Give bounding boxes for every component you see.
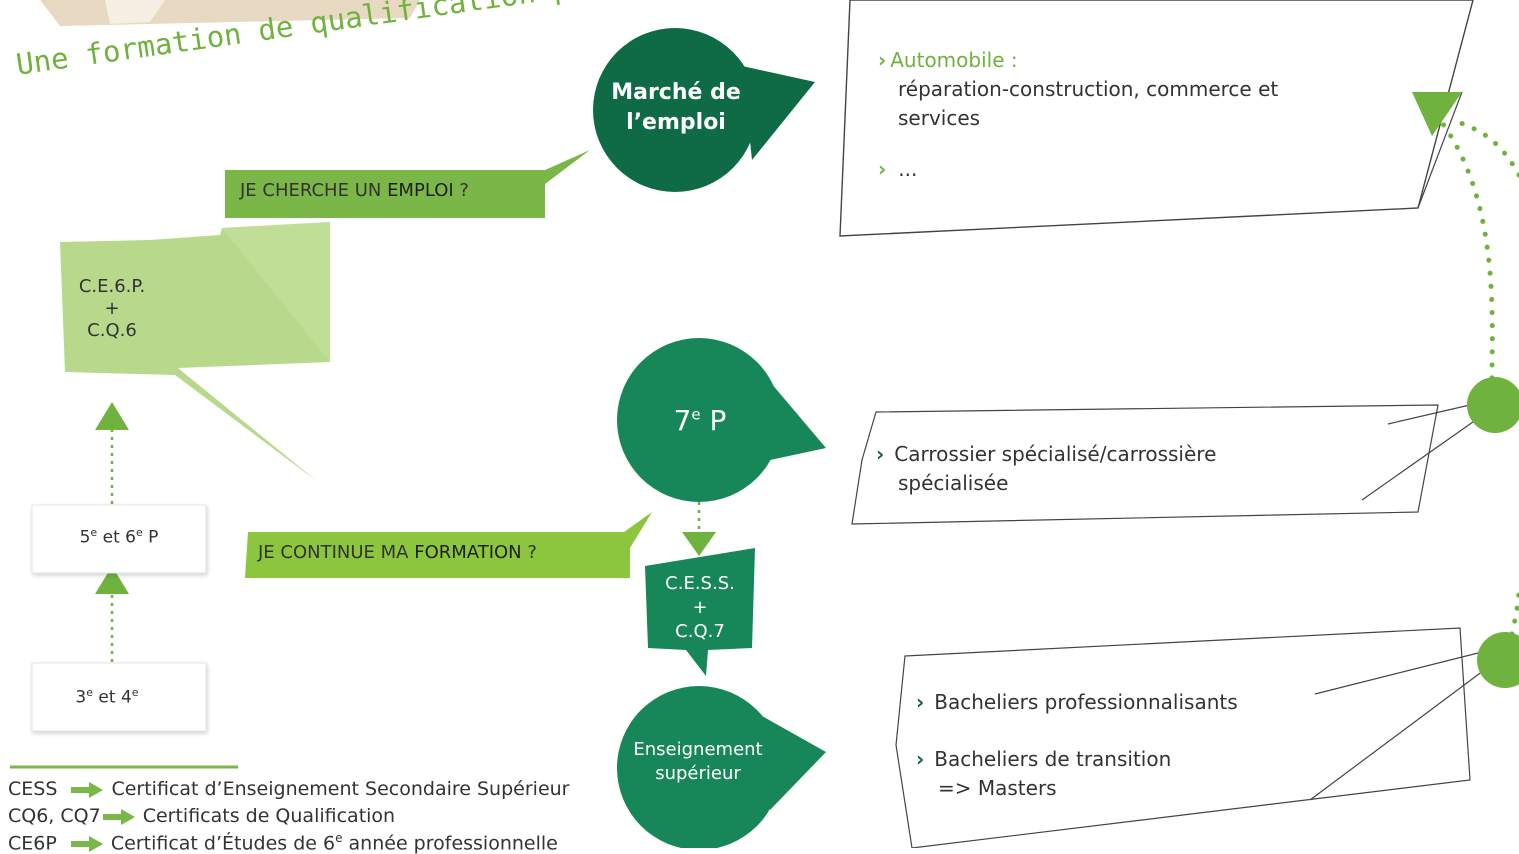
enseignement-label: Enseignement supérieur [633,739,763,784]
right-arrow-icon [71,781,104,798]
connector-dot-icon [1477,632,1519,688]
chevron-right-icon: › [878,157,887,181]
step-5-6-label: 5e et 6e P [79,526,159,548]
emploi-callout-label[interactable]: JE CHERCHE UN EMPLOI ? [240,180,469,201]
right-arrow-icon [70,835,103,852]
marche-bubble [593,28,815,192]
emploi-callout-shape [225,150,590,218]
ce6p-label: C.E.6.P. + C.Q.6 [78,276,146,341]
dotted-arc-connector [1509,587,1519,637]
automobile-title: ›Automobile : [878,48,1018,72]
enseignement-bubble [617,686,826,848]
automobile-box: ›Automobile : réparation-construction, c… [878,46,1278,184]
marche-label: Marché de l’emploi [611,80,741,135]
legend-row-ce6p: CE6P Certificat d’Études de 6e année pro… [8,831,558,854]
up-arrow-icon [95,566,129,594]
dotted-arc-connector [1455,119,1519,178]
automobile-more: ›... [878,157,918,181]
up-arrow-icon [95,402,129,430]
connector-dot-icon [1467,377,1519,433]
right-arrow-icon [102,808,135,825]
chevron-right-icon: › [878,48,887,72]
ce6p-bubble [60,222,330,482]
down-arrow-icon [682,532,716,556]
bacheliers-box-shape [895,627,1471,848]
dotted-arc-connector [1437,117,1495,381]
cess-flag [645,548,755,676]
step-box-5-6 [31,504,207,574]
cess-label: C.E.S.S. + C.Q.7 [665,573,735,642]
step-box-3-4 [31,662,207,732]
formation-callout-label[interactable]: JE CONTINUE MA FORMATION ? [258,542,537,563]
legend-row-cess: CESS Certificat d’Enseignement Secondair… [8,778,570,800]
chevron-right-icon: › [916,747,925,771]
carrossier-box-shape [851,404,1439,525]
step-3-4-label: 3e et 4e [75,686,139,708]
septieme-label: 7e P [673,404,727,437]
chevron-right-icon: › [916,690,925,714]
header-banner [40,0,420,26]
carrossier-box: ›Carrossier spécialisé/carrossière spéci… [876,442,1217,495]
bacheliers-box: ›Bacheliers professionnalisants ›Bacheli… [916,690,1238,800]
formation-callout-shape [245,512,652,578]
chevron-right-icon: › [876,442,885,466]
septieme-bubble [617,338,826,502]
